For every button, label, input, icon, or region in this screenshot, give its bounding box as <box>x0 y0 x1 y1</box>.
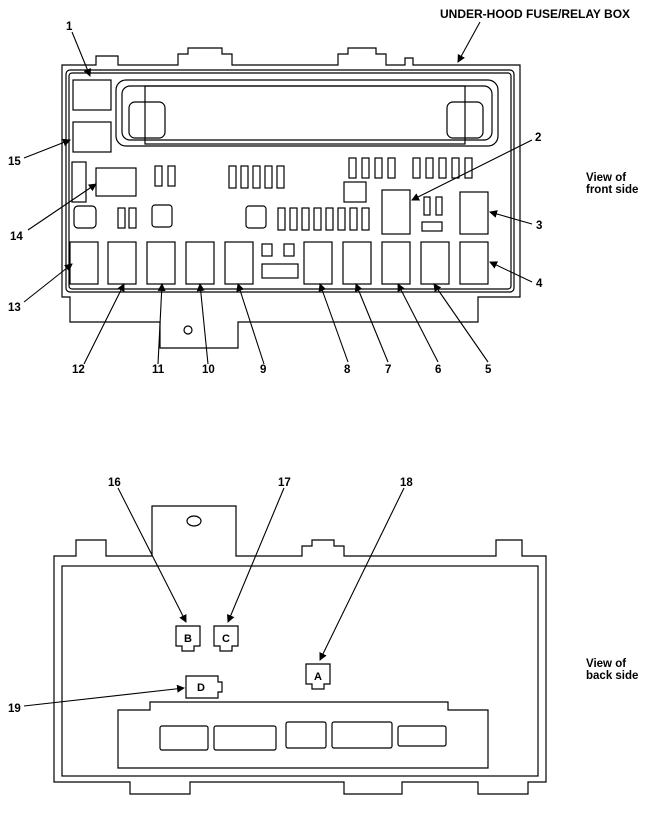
callout-3: 3 <box>536 220 542 232</box>
back-housing-outline <box>53 505 547 795</box>
relay-12 <box>107 241 137 285</box>
callout-6: 6 <box>435 364 441 376</box>
callout-18: 18 <box>400 477 413 489</box>
front-view-caption-line2: front side <box>586 184 639 196</box>
relay-5 <box>420 241 450 285</box>
connector-d <box>185 675 223 699</box>
front-housing-outline <box>61 47 521 349</box>
callout-7: 7 <box>385 364 391 376</box>
small-fuse-z <box>421 221 443 232</box>
relay-13 <box>69 241 99 285</box>
middle-square-c <box>343 181 367 203</box>
callout-14: 14 <box>10 231 23 243</box>
mini-fuse-group <box>117 157 473 231</box>
relay-3 <box>459 191 489 235</box>
connector-latch-right <box>446 101 484 139</box>
relay-15 <box>72 121 112 153</box>
relay-11 <box>146 241 176 285</box>
connector-b-letter: B <box>184 633 192 645</box>
main-connector-outer <box>115 79 499 147</box>
connector-socket-3 <box>285 721 327 749</box>
relay-7 <box>342 241 372 285</box>
front-inner-frame-2 <box>68 72 512 290</box>
connector-b <box>175 625 201 652</box>
callout-19: 19 <box>8 703 21 715</box>
callout-4: 4 <box>536 278 543 290</box>
connector-socket-2 <box>213 725 277 751</box>
small-blade-a <box>261 243 273 257</box>
middle-square-b <box>245 205 267 229</box>
callout-8: 8 <box>344 364 351 376</box>
middle-square-d <box>261 263 299 279</box>
relay-1 <box>72 79 112 111</box>
connector-tray <box>117 701 489 769</box>
back-view-caption-line1: View of <box>586 658 627 670</box>
callout-2: 2 <box>535 132 541 144</box>
small-blade-b <box>283 243 295 257</box>
relay-2 <box>381 189 411 235</box>
connector-c-letter: C <box>222 633 230 645</box>
callout-1: 1 <box>66 21 73 33</box>
connector-socket-1 <box>159 725 209 751</box>
callout-13: 13 <box>8 302 21 314</box>
relay-10 <box>185 241 215 285</box>
relay-6 <box>381 241 411 285</box>
relay-8 <box>303 241 333 285</box>
connector-socket-5 <box>397 725 447 747</box>
front-view-caption: View of front side <box>586 172 638 196</box>
leader-lines <box>23 21 533 707</box>
callout-5: 5 <box>485 364 492 376</box>
callout-10: 10 <box>202 364 215 376</box>
relay-14 <box>95 167 137 197</box>
connector-socket-4 <box>331 721 393 749</box>
connector-a-letter: A <box>314 671 322 683</box>
middle-square-a <box>151 204 173 228</box>
connector-a <box>305 663 331 690</box>
callout-9: 9 <box>260 364 266 376</box>
back-view-caption-line2: back side <box>586 670 639 682</box>
front-view-caption-line1: View of <box>586 172 627 184</box>
connector-c <box>213 625 239 652</box>
mount-hole <box>183 325 193 335</box>
left-square-a <box>73 205 97 229</box>
front-view <box>61 47 521 349</box>
relay-9 <box>224 241 254 285</box>
small-strip-left <box>71 161 87 203</box>
callout-12: 12 <box>72 364 85 376</box>
connector-d-letter: D <box>197 682 205 694</box>
callout-17: 17 <box>278 477 291 489</box>
callout-16: 16 <box>108 477 121 489</box>
connector-latch-left <box>128 101 166 139</box>
back-view <box>53 505 547 795</box>
back-inner-frame <box>61 565 539 777</box>
front-inner-frame <box>65 69 515 293</box>
callout-15: 15 <box>8 156 21 168</box>
back-view-caption: View of back side <box>586 658 638 682</box>
back-mount-hole <box>186 515 202 527</box>
main-connector-body <box>144 85 466 145</box>
relay-4 <box>459 241 489 285</box>
callout-11: 11 <box>152 364 165 376</box>
diagram-title: UNDER-HOOD FUSE/RELAY BOX <box>440 7 630 21</box>
main-connector-inner <box>121 85 493 141</box>
